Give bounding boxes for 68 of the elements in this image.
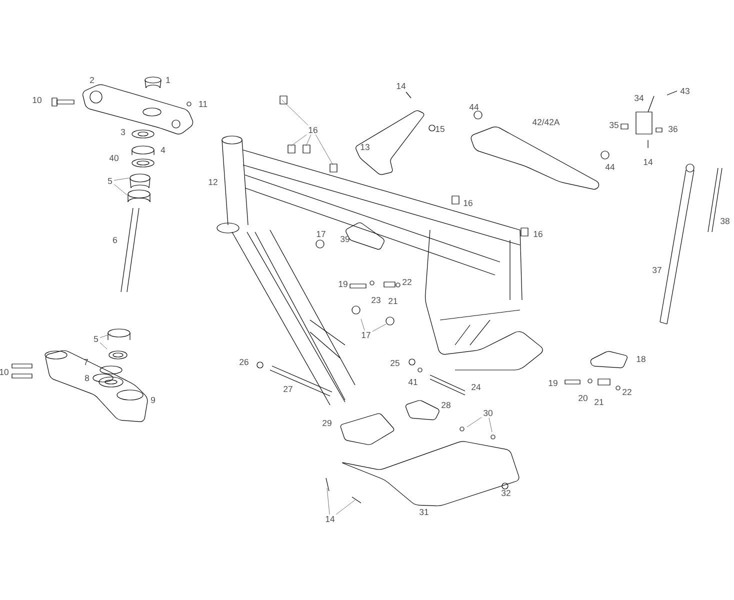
callout-number: 14 bbox=[326, 516, 335, 522]
leader-line bbox=[100, 342, 108, 350]
callout-number: 43 bbox=[680, 88, 690, 94]
leader-line bbox=[336, 500, 356, 515]
callout-number: 32 bbox=[502, 490, 510, 496]
callout-number: 24 bbox=[472, 384, 481, 390]
callout-number: 14 bbox=[396, 83, 406, 89]
callout-number: 16 bbox=[534, 230, 542, 238]
callout-number: 3 bbox=[120, 128, 126, 136]
callout-number: 1 bbox=[166, 77, 170, 83]
callout-number: 14 bbox=[644, 159, 653, 165]
callout-number: 17 bbox=[316, 231, 326, 237]
callout-number: 40 bbox=[109, 154, 118, 162]
callout-number: 9 bbox=[151, 396, 155, 404]
callout-number: 34 bbox=[634, 94, 644, 102]
callout-number: 16 bbox=[308, 126, 318, 134]
callout-number: 8 bbox=[84, 374, 90, 382]
callout-number: 12 bbox=[208, 178, 218, 186]
callout-number: 11 bbox=[199, 101, 208, 107]
callout-number: 30 bbox=[484, 410, 492, 416]
leader-line bbox=[100, 334, 112, 338]
leader-line bbox=[360, 318, 365, 331]
callout-number: 19 bbox=[338, 280, 348, 288]
leader-line bbox=[114, 184, 128, 196]
callout-number: 22 bbox=[622, 388, 632, 396]
callout-number: 10 bbox=[32, 96, 42, 104]
leader-line bbox=[290, 134, 307, 146]
callout-number: 44 bbox=[469, 104, 479, 110]
callout-number: 36 bbox=[668, 126, 678, 132]
callout-number: 19 bbox=[548, 380, 558, 386]
leader-line bbox=[306, 134, 312, 146]
callout-number: 38 bbox=[720, 218, 730, 224]
callout-number: 25 bbox=[390, 360, 400, 366]
callout-number: 29 bbox=[322, 420, 332, 426]
leader-line bbox=[466, 417, 482, 428]
callout-number: 2 bbox=[90, 76, 94, 84]
leader-line bbox=[315, 134, 334, 166]
callout-number: 41 bbox=[408, 379, 418, 385]
callout-number: 7 bbox=[84, 359, 88, 365]
callout-number: 20 bbox=[578, 394, 588, 402]
callout-number: 27 bbox=[284, 386, 292, 392]
callout-number: 4 bbox=[160, 147, 166, 153]
callout-number: 10 bbox=[0, 368, 8, 376]
leader-line bbox=[282, 100, 308, 126]
leader-line bbox=[114, 178, 130, 181]
callout-number: 6 bbox=[113, 236, 118, 244]
callout-number: 17 bbox=[362, 332, 370, 338]
leader-line bbox=[326, 488, 330, 515]
callout-number: 28 bbox=[442, 402, 450, 408]
callout-number: 16 bbox=[464, 200, 472, 206]
leader-line bbox=[372, 324, 386, 332]
callout-number: 26 bbox=[240, 358, 248, 366]
callout-number: 21 bbox=[388, 298, 398, 304]
callout-number: 15 bbox=[436, 126, 444, 132]
callout-number: 31 bbox=[420, 508, 428, 516]
callout-number: 35 bbox=[610, 122, 618, 128]
callout-number: 37 bbox=[652, 266, 662, 274]
callout-number: 18 bbox=[636, 356, 646, 362]
callout-number: 39 bbox=[340, 236, 350, 242]
callout-number: 5 bbox=[108, 178, 112, 184]
callout-number: 42/42A bbox=[532, 118, 560, 126]
callout-number: 13 bbox=[360, 144, 370, 150]
callout-number: 44 bbox=[605, 164, 615, 170]
callout-number: 23 bbox=[372, 296, 380, 304]
leader-line bbox=[488, 417, 492, 432]
callout-number: 22 bbox=[402, 278, 412, 286]
callout-number: 5 bbox=[94, 336, 98, 342]
callout-number: 21 bbox=[594, 398, 604, 406]
